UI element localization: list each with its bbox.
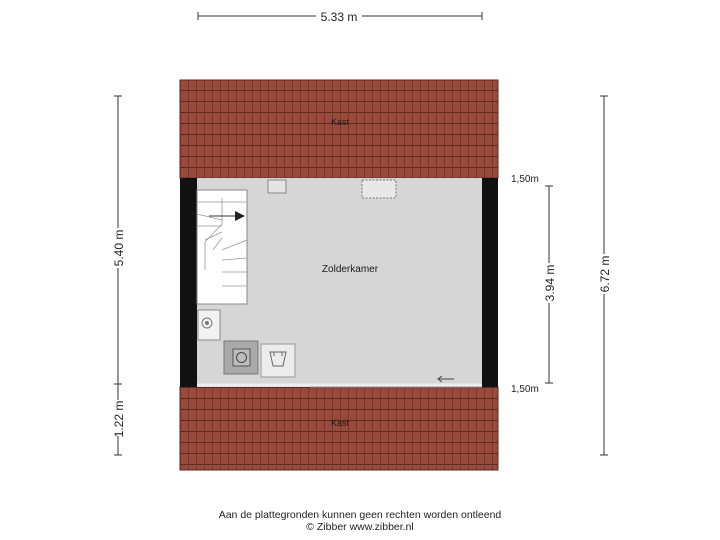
right-lower-mark: 1,50m [511,384,539,395]
right-wall [482,178,498,387]
copyright-text: © Zibber www.zibber.nl [306,521,414,533]
right-upper-mark: 1,50m [511,174,539,185]
disclaimer-text: Aan de plattegronden kunnen geen rechten… [218,509,502,521]
staircase-icon [196,189,248,305]
roof-bottom [179,386,499,471]
room-label-zolderkamer: Zolderkamer [322,264,379,275]
left-height-label: 5.40 m [112,230,126,267]
left-wall [180,178,197,387]
room-label-bottom-kast: Kast [331,418,350,428]
left-bottom-height-label: 1.22 m [112,401,126,438]
dryer-icon [260,343,296,378]
width-dimension-label: 5.33 m [321,10,358,24]
arrow-left-icon [437,375,454,383]
right-inner-height-label: 3.94 m [543,265,557,302]
room-label-top-kast: Kast [331,117,350,127]
left-dimension [114,95,122,456]
roof-window [361,179,397,199]
boiler-icon [197,309,221,341]
roof-hatch [267,179,287,194]
right-total-height-label: 6.72 m [598,256,612,293]
roof-top [179,79,499,179]
washing-machine-icon [223,340,259,375]
